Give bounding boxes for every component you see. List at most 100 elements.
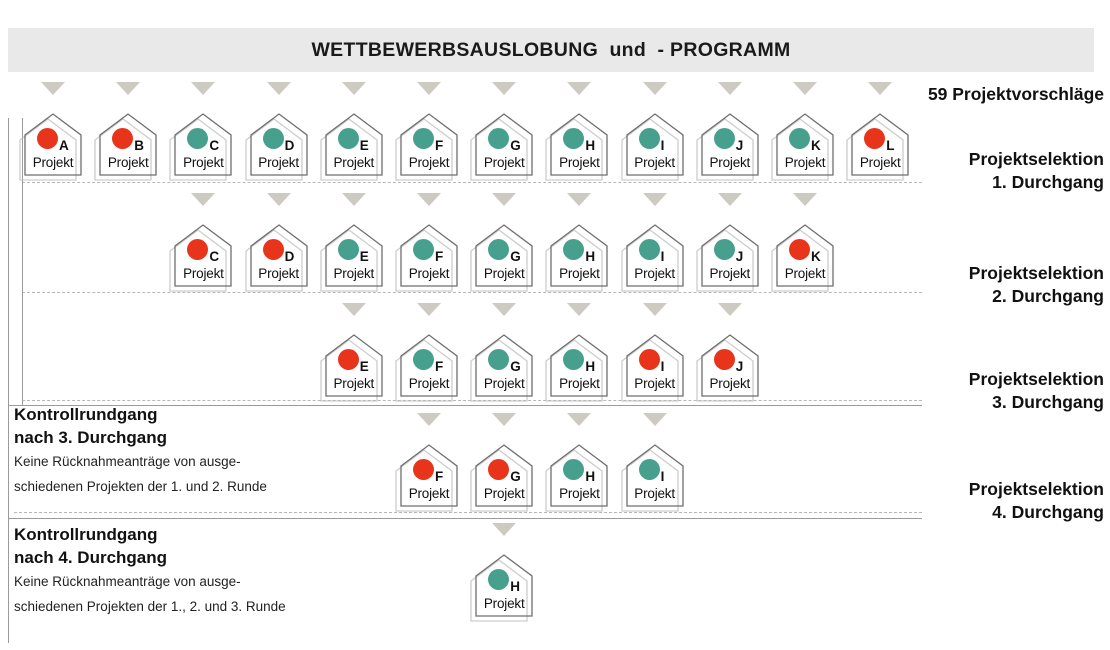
status-dot-teal <box>638 128 660 149</box>
house-shadow-outline <box>769 117 831 183</box>
house-project-label: Projekt <box>559 376 600 391</box>
left-bracket-outer <box>8 118 9 406</box>
house-project-label: Projekt <box>483 155 525 170</box>
round-label-3: Projektselektion 3. Durchgang <box>969 368 1104 414</box>
status-dot-teal <box>337 239 359 260</box>
house-shadow-outline <box>694 338 756 404</box>
house-project-label: Projekt <box>709 376 751 391</box>
status-dot-teal <box>563 239 585 260</box>
flow-arrow-down-icon <box>567 303 592 316</box>
status-dot-red <box>638 349 660 370</box>
project-house[interactable]: B Projekt <box>94 112 159 181</box>
status-dot-red <box>112 128 134 149</box>
house-letter-label: F <box>435 469 444 484</box>
house-project-label: Projekt <box>483 266 525 281</box>
house-letter-label: J <box>735 359 744 374</box>
house-project-label: Projekt <box>559 266 600 281</box>
house-project-label: Projekt <box>559 155 600 170</box>
house-project-label: Projekt <box>634 155 675 170</box>
house-project-label: Projekt <box>408 266 450 281</box>
house-letter-label: B <box>134 138 144 153</box>
house-shadow-outline <box>619 117 681 183</box>
house-project-label: Projekt <box>107 155 149 170</box>
round-label-2: Projektselektion 2. Durchgang <box>969 262 1104 308</box>
house-shadow-outline <box>167 117 229 183</box>
house-shadow-outline <box>844 117 906 183</box>
left-bracket-inner <box>22 118 23 406</box>
house-letter-label: G <box>510 138 521 153</box>
house-letter-label: D <box>284 138 295 153</box>
control-block-4-line-1: Keine Rücknahmeanträge von ausge- <box>14 573 241 589</box>
house-letter-label: I <box>660 359 665 374</box>
house-shadow-outline <box>468 338 530 404</box>
status-dot-teal <box>413 128 434 149</box>
flow-arrow-down-icon <box>492 193 517 206</box>
project-house[interactable]: E Projekt <box>320 333 385 402</box>
house-project-label: Projekt <box>183 155 224 170</box>
house-project-label: Projekt <box>333 376 375 391</box>
house-shadow-outline <box>543 448 605 514</box>
control-block-3-heading-2: nach 3. Durchgang <box>14 427 168 447</box>
status-dot-teal <box>563 459 585 480</box>
status-dot-teal <box>488 239 510 260</box>
project-house[interactable]: G Projekt <box>470 112 535 181</box>
control-block-4-heading-2: nach 4. Durchgang <box>14 547 168 567</box>
flow-arrow-down-icon <box>492 523 517 536</box>
house-project-label: Projekt <box>333 266 375 281</box>
control-block-3-line-2: schiedenen Projekten der 1. und 2. Runde <box>14 478 267 494</box>
status-dot-teal <box>563 349 585 370</box>
house-letter-label: F <box>435 138 444 153</box>
status-dot-teal <box>337 128 359 149</box>
round-label-4: Projektselektion 4. Durchgang <box>969 478 1104 524</box>
project-house[interactable]: J Projekt <box>696 333 761 402</box>
house-shadow-outline <box>167 228 229 294</box>
house-project-label: Projekt <box>709 155 751 170</box>
control-frame-3-top <box>8 405 922 406</box>
control-block-3: Kontrollrundgang nach 3. Durchgang Keine… <box>14 404 267 500</box>
project-house[interactable]: D Projekt <box>244 112 310 181</box>
flow-arrow-down-icon <box>717 303 742 316</box>
status-dot-teal <box>488 128 510 149</box>
status-dot-red <box>187 239 209 260</box>
status-dot-teal <box>713 239 735 260</box>
project-house[interactable]: F Projekt <box>395 443 460 512</box>
round-4-subtitle: 4. Durchgang <box>992 502 1104 523</box>
house-letter-label: E <box>359 359 369 374</box>
house-project-label: Projekt <box>634 266 675 281</box>
house-project-label: Projekt <box>859 155 901 170</box>
house-shadow-outline <box>543 338 605 404</box>
house-shadow-outline <box>243 117 305 183</box>
round-separator-4 <box>14 512 922 513</box>
house-project-label: Projekt <box>258 155 299 170</box>
flow-arrow-down-icon <box>868 82 893 95</box>
house-project-label: Projekt <box>408 486 450 501</box>
status-dot-red <box>864 128 886 149</box>
house-project-label: Projekt <box>258 266 299 281</box>
